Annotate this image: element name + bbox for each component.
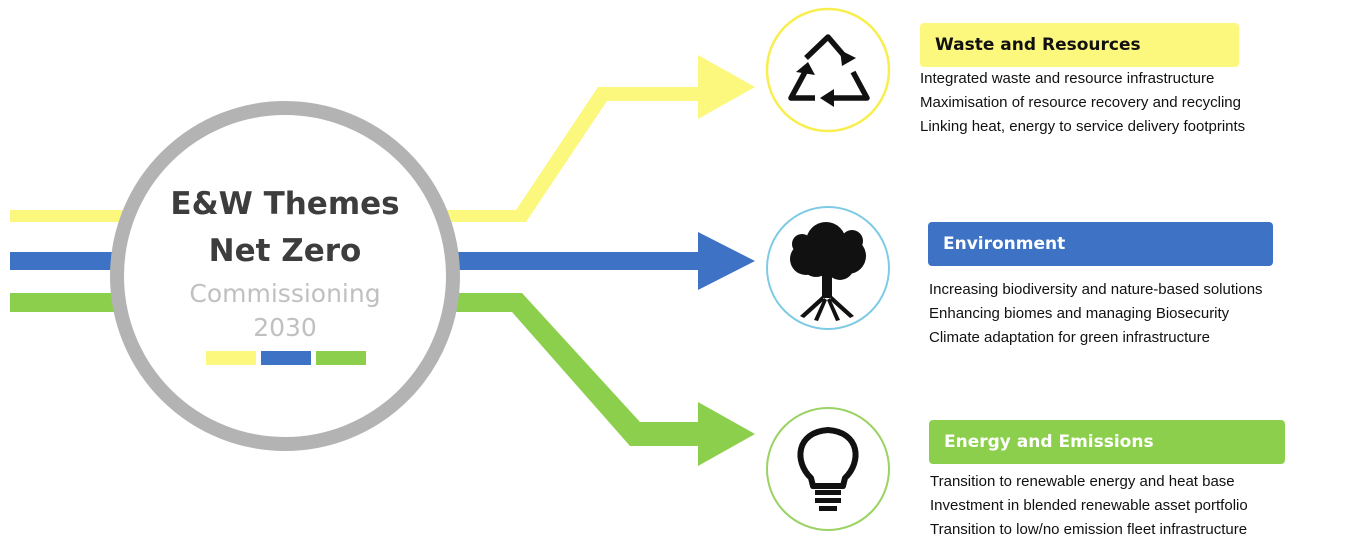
theme-lines-energy: Transition to renewable energy and heat … [930, 470, 1248, 542]
hub-subtitle-line2: 2030 [253, 313, 317, 342]
theme-line: Enhancing biomes and managing Biosecurit… [929, 305, 1230, 322]
theme-title-environment: Environment [928, 222, 1273, 266]
theme-title-waste: Waste and Resources [920, 23, 1239, 67]
tree-icon [790, 222, 866, 321]
recycle-icon [788, 34, 870, 107]
theme-line: Transition to renewable energy and heat … [930, 473, 1235, 490]
hub-subtitle-line1: Commissioning [189, 279, 381, 308]
hub-title-line1: E&W Themes [170, 186, 400, 222]
theme-line: Maximisation of resource recovery and re… [920, 94, 1241, 111]
theme-line: Climate adaptation for green infrastruct… [929, 329, 1210, 346]
theme-line: Integrated waste and resource infrastruc… [920, 70, 1215, 87]
theme-lines-waste: Integrated waste and resource infrastruc… [920, 67, 1245, 139]
theme-line: Increasing biodiversity and nature-based… [929, 281, 1263, 298]
theme-line: Transition to low/no emission fleet infr… [930, 521, 1248, 538]
lightbulb-icon [797, 427, 859, 511]
green-flow-arrow [10, 293, 755, 466]
hub-green-swatch [316, 351, 366, 365]
theme-line: Investment in blended renewable asset po… [930, 497, 1248, 514]
hub-circle [110, 101, 460, 451]
hub-blue-swatch [261, 351, 311, 365]
theme-line: Linking heat, energy to service delivery… [920, 118, 1246, 135]
theme-lines-environment: Increasing biodiversity and nature-based… [929, 278, 1263, 350]
theme-title-energy: Energy and Emissions [929, 420, 1285, 464]
hub-yellow-swatch [206, 351, 256, 365]
recycle-icon-circle [765, 7, 891, 133]
hub-title-line2: Net Zero [208, 233, 362, 269]
lightbulb-icon-circle [766, 407, 890, 531]
